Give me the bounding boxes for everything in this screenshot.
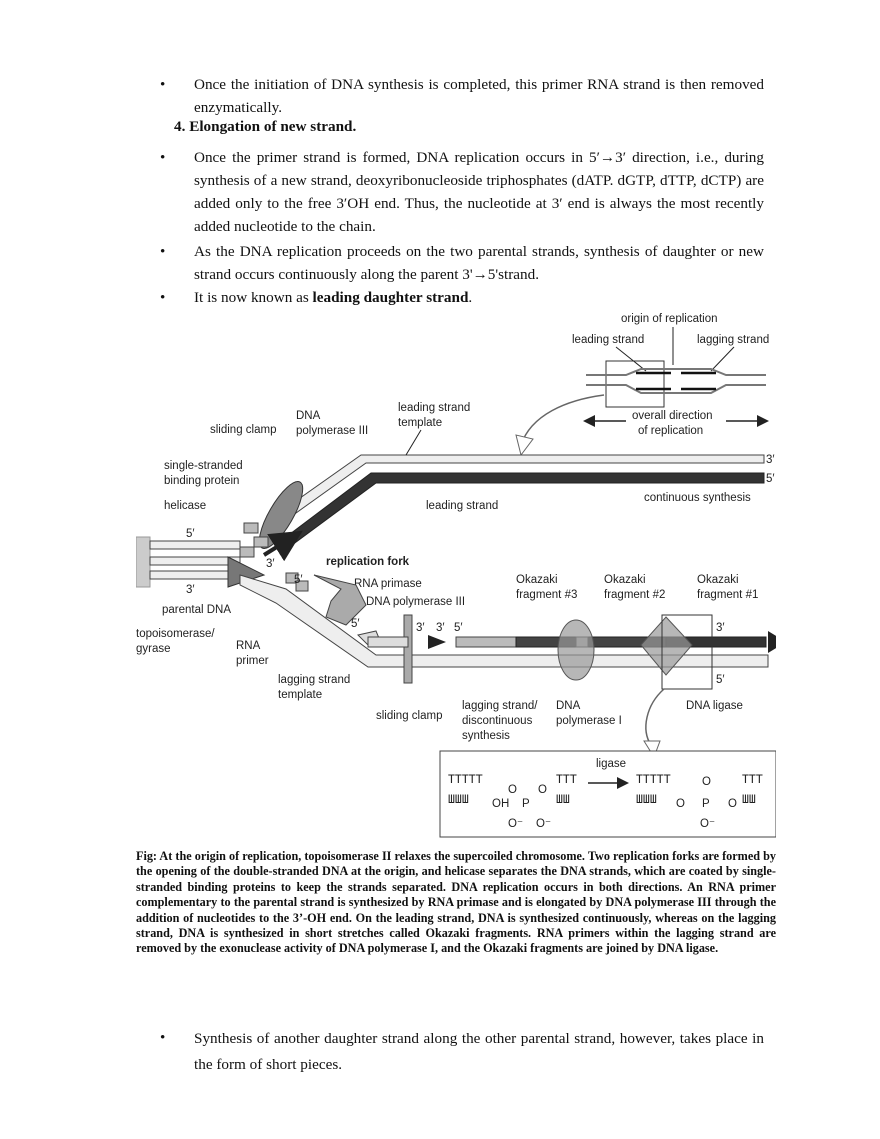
- label-5prime: 5′: [454, 622, 463, 634]
- label-continuous: continuous synthesis: [644, 492, 751, 504]
- bullet-dot: •: [160, 243, 166, 260]
- label-leading-template: leading strand: [398, 402, 470, 414]
- label-o-minus: O⁻: [700, 818, 715, 830]
- label-sliding-clamp-top: sliding clamp: [210, 424, 276, 436]
- label-helicase: helicase: [164, 500, 206, 512]
- label-ssb-2: binding protein: [164, 475, 239, 487]
- lagging-strand-group: 3′ 3′ 5′ 5′ 3′ 5′ Okazaki fragment #3 Ok…: [239, 574, 776, 759]
- label-leading-template-2: template: [398, 417, 442, 429]
- label-leading-top: leading strand: [572, 334, 644, 346]
- label-o-minus: O⁻: [536, 818, 551, 830]
- label-rna-primase: RNA primase: [354, 578, 422, 590]
- label-okazaki3-2: fragment #3: [516, 589, 577, 601]
- label-o: O: [508, 784, 517, 796]
- label-dna-pol1-2: polymerase I: [556, 715, 622, 727]
- label-5prime: 5′: [766, 473, 775, 485]
- label-o: O: [538, 784, 547, 796]
- figure-caption: Fig: At the origin of replication, topoi…: [136, 849, 776, 956]
- label-rna-primer-2: primer: [236, 655, 269, 667]
- svg-text:TTTTT: TTTTT: [636, 772, 671, 786]
- label-lagging-disc: lagging strand/: [462, 700, 538, 712]
- label-okazaki3: Okazaki: [516, 574, 558, 586]
- svg-text:TTT: TTT: [742, 772, 763, 786]
- bullet-dot: •: [160, 149, 166, 166]
- section-heading: 4. Elongation of new strand.: [174, 118, 357, 135]
- svg-text:TTT: TTT: [556, 772, 577, 786]
- label-o: O: [702, 776, 711, 788]
- label-3prime: 3′: [716, 622, 725, 634]
- label-dna-pol3-2: polymerase III: [296, 425, 368, 437]
- bullet-text: Once the primer strand is formed, DNA re…: [194, 149, 764, 235]
- label-overall-dir: overall direction: [632, 410, 713, 422]
- label-lagging-disc-2: discontinuous: [462, 715, 533, 727]
- bullet-dot: •: [160, 1029, 166, 1046]
- label-lagging-template-2: template: [278, 689, 322, 701]
- label-origin: origin of replication: [621, 313, 718, 325]
- svg-text:ШШ: ШШ: [556, 792, 570, 806]
- label-o: O: [676, 798, 685, 810]
- svg-text:ШШШ: ШШШ: [636, 792, 657, 806]
- label-replication-fork: replication fork: [326, 556, 410, 568]
- label-lagging-top: lagging strand: [697, 334, 769, 346]
- label-5prime: 5′: [186, 528, 195, 540]
- label-sliding-clamp-bottom: sliding clamp: [376, 710, 442, 722]
- label-3prime: 3′: [766, 454, 775, 466]
- bullet-dot: •: [160, 289, 166, 306]
- label-5prime: 5′: [351, 618, 360, 630]
- label-rna-primer: RNA: [236, 640, 261, 652]
- label-ligase: ligase: [596, 758, 626, 770]
- label-parental-dna: parental DNA: [162, 604, 231, 616]
- bullet-text: Once the initiation of DNA synthesis is …: [194, 76, 764, 116]
- label-5prime: 5′: [294, 574, 303, 586]
- bullet-dot: •: [160, 76, 166, 93]
- label-leading-strand: leading strand: [426, 500, 498, 512]
- label-3prime: 3′: [186, 584, 195, 596]
- label-3prime: 3′: [436, 622, 445, 634]
- label-dna-pol3-b: DNA polymerase III: [366, 596, 465, 608]
- label-topo-2: gyrase: [136, 643, 171, 655]
- label-dna-ligase: DNA ligase: [686, 700, 743, 712]
- label-lagging-template: lagging strand: [278, 674, 350, 686]
- label-dna-pol1: DNA: [556, 700, 581, 712]
- label-3prime: 3′: [416, 622, 425, 634]
- label-o: O: [728, 798, 737, 810]
- bullet-text: It is now known as leading daughter stra…: [194, 289, 473, 306]
- bullet-text: Synthesis of another daughter strand alo…: [194, 1030, 764, 1073]
- label-5prime: 5′: [716, 674, 725, 686]
- parental-dna: 5′ 3′ 3′ 5′ sliding clamp DNA polymerase…: [136, 410, 465, 701]
- label-3prime: 3′: [266, 558, 275, 570]
- label-lagging-disc-3: synthesis: [462, 730, 510, 742]
- svg-text:ШШ: ШШ: [742, 792, 756, 806]
- label-o-minus: O⁻: [508, 818, 523, 830]
- leading-strand-group: 3′ 5′ leading strand continuous synthesi…: [275, 402, 775, 546]
- svg-text:ШШШ: ШШШ: [448, 792, 469, 806]
- ligase-inset: ligase TTTTT ШШШ OH P O O O⁻ O⁻ TTT ШШ T…: [439, 750, 776, 838]
- label-p: P: [702, 798, 710, 810]
- label-dna-pol3: DNA: [296, 410, 321, 422]
- label-okazaki2-2: fragment #2: [604, 589, 665, 601]
- label-oh: OH: [492, 798, 509, 810]
- origin-inset: origin of replication leading strand lag…: [515, 313, 769, 457]
- label-topo: topoisomerase/: [136, 628, 215, 640]
- label-okazaki2: Okazaki: [604, 574, 646, 586]
- label-p: P: [522, 798, 530, 810]
- label-okazaki1-2: fragment #1: [697, 589, 758, 601]
- bold-term: leading daughter strand: [312, 289, 469, 306]
- dna-replication-figure: origin of replication leading strand lag…: [136, 313, 776, 838]
- label-overall-dir-2: of replication: [638, 425, 703, 437]
- label-ssb: single-stranded: [164, 460, 243, 472]
- label-okazaki1: Okazaki: [697, 574, 739, 586]
- svg-text:TTTTT: TTTTT: [448, 772, 483, 786]
- bullet-text: As the DNA replication proceeds on the t…: [194, 243, 764, 283]
